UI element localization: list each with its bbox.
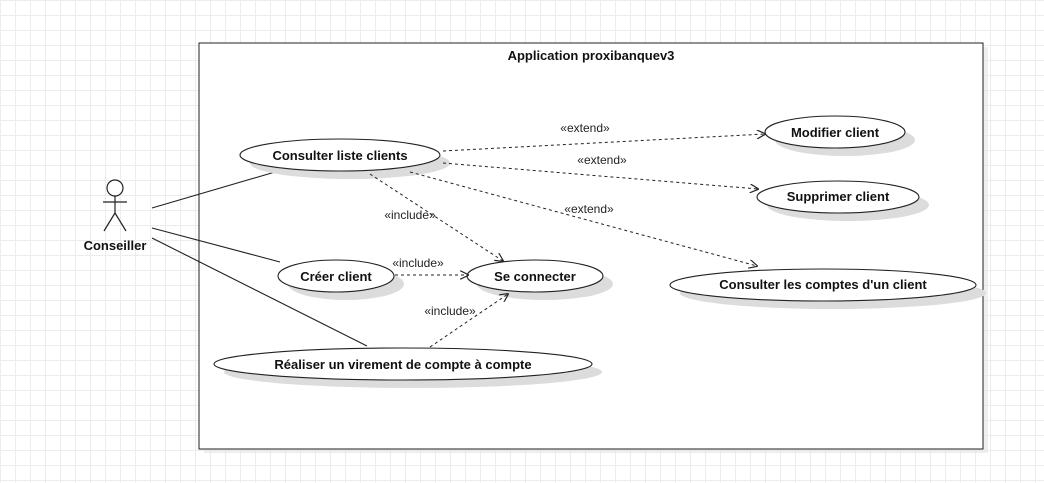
include-label: «include»: [392, 256, 444, 270]
association-consulter-liste[interactable]: [151, 171, 276, 209]
system-title: Application proxibanquev3: [508, 48, 675, 63]
usecase-se-connecter[interactable]: Se connecter: [466, 259, 613, 300]
actor-conseiller[interactable]: Conseiller: [84, 179, 147, 253]
usecase-label: Créer client: [300, 269, 372, 284]
extend-consulter-comptes[interactable]: «extend»: [409, 171, 757, 266]
actor-right-leg: [114, 212, 127, 232]
usecase-consulter-liste-clients[interactable]: Consulter liste clients: [239, 138, 450, 179]
include-label: «include»: [384, 208, 436, 222]
usecase-creer-client[interactable]: Créer client: [277, 259, 404, 300]
actor-left-leg: [103, 212, 116, 232]
association-virement[interactable]: [151, 237, 368, 347]
actor-name: Conseiller: [84, 238, 147, 253]
usecase-label: Réaliser un virement de compte à compte: [274, 357, 531, 372]
usecase-supprimer-client[interactable]: Supprimer client: [756, 180, 929, 221]
extend-label: «extend»: [564, 202, 614, 216]
actor-head: [106, 179, 124, 197]
association-creer-client[interactable]: [151, 227, 281, 263]
usecase-label: Supprimer client: [787, 189, 890, 204]
extend-supprimer-client[interactable]: «extend»: [442, 153, 758, 189]
include-virement-connecter[interactable]: «include»: [424, 294, 508, 348]
extend-label: «extend»: [560, 121, 610, 135]
usecase-modifier-client[interactable]: Modifier client: [764, 115, 915, 156]
usecase-label: Consulter les comptes d'un client: [719, 277, 927, 292]
system-boundary[interactable]: Application proxibanquev3: [198, 42, 988, 453]
usecase-consulter-comptes-client[interactable]: Consulter les comptes d'un client: [669, 268, 986, 309]
include-creer-connecter[interactable]: «include»: [392, 256, 468, 275]
extend-modifier-client[interactable]: «extend»: [442, 121, 765, 152]
usecase-realiser-virement[interactable]: Réaliser un virement de compte à compte: [213, 347, 602, 388]
usecase-label: Consulter liste clients: [272, 148, 407, 163]
include-label: «include»: [424, 304, 476, 318]
usecase-label: Modifier client: [791, 125, 880, 140]
usecase-label: Se connecter: [494, 269, 576, 284]
include-consulter-connecter[interactable]: «include»: [369, 173, 503, 261]
extend-label: «extend»: [577, 153, 627, 167]
